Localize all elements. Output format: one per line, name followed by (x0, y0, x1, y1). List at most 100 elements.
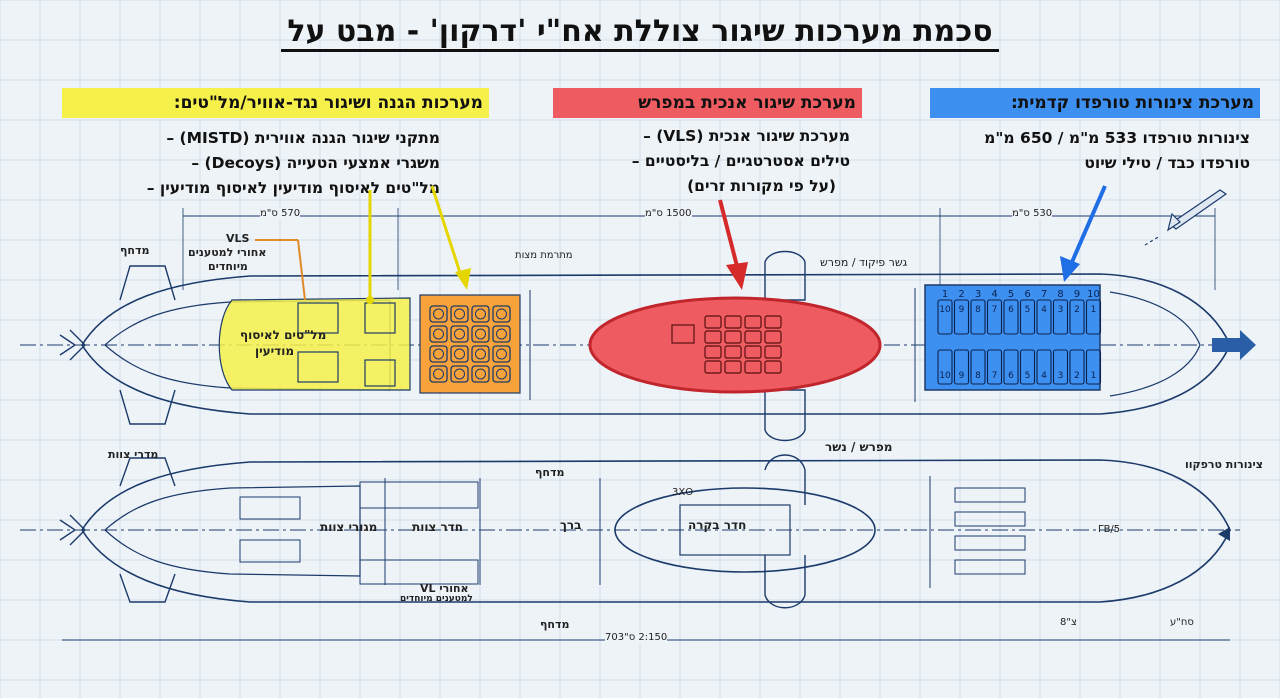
air-defense-list: מתקני שיגור הגנה אווירית (MISTD) – משגרי… (60, 126, 440, 201)
dim-bow: 530 ס"מ (1012, 208, 1053, 219)
mast-list: מערכת שיגור אנכית (VLS) – טילים אסטרטגיי… (560, 124, 850, 199)
torpedo-tube (1036, 349, 1052, 385)
vls-cell (704, 315, 722, 329)
torpedo-tube (1052, 299, 1069, 335)
uav-label: מל"טים לאיסוף (240, 328, 327, 342)
tube-label: 7 (992, 305, 998, 315)
launcher-tube (475, 308, 486, 320)
mark-label: צ"8 (1060, 617, 1077, 628)
red-vls-cells (671, 315, 782, 374)
dim-aft: 570 ס"מ (260, 208, 301, 219)
launcher-tube (475, 328, 486, 340)
torpedo-list: צינורות טורפדו 533 מ"מ / 650 מ"מ טורפדו … (900, 126, 1250, 176)
sail-bridge-label: גשר פיקוד / מפרש (820, 256, 908, 269)
title-text: סכמת מערכות שיגור צוללת אח"י 'דרקון' - מ… (281, 14, 999, 52)
launcher-tube (454, 368, 465, 380)
launcher-cell (471, 365, 490, 383)
vls-control-box (671, 324, 695, 344)
vls-aft-label: VLS (226, 232, 250, 245)
tube-label: 5 (1025, 305, 1031, 315)
mast-item: (על פי מקורות זרים) (687, 177, 836, 195)
tube-label: 9 (959, 371, 965, 381)
torpedo-tube (1003, 299, 1019, 335)
tube-label: 3 (1058, 371, 1064, 381)
mark-label: 3ΧΟ (672, 487, 694, 498)
orange-zone (419, 294, 521, 394)
vls-cell (764, 360, 782, 374)
launcher-tube (433, 328, 444, 340)
air-defense-item: מל"טים לאיסוף מודיעין לאיסוף מודיעין – (146, 179, 440, 197)
torpedo-item: טורפדו כבד / טילי שיוט (1084, 154, 1250, 172)
launcher-cell (450, 345, 469, 363)
tube-label: 4 (1041, 305, 1047, 315)
launcher-cell (450, 325, 469, 343)
tube-label: 6 (1008, 371, 1014, 381)
tube-number: 6 (1024, 289, 1030, 300)
mast-item: מערכת שיגור אנכית (VLS) – (643, 127, 850, 145)
tube-label: 8 (975, 371, 981, 381)
tube-label: 2 (1074, 371, 1080, 381)
forward-arrow-icon-2 (1218, 527, 1230, 541)
launcher-tube (496, 348, 507, 360)
tube-label: 5 (1025, 371, 1031, 381)
launcher-tube (433, 308, 444, 320)
tube-label: 9 (959, 305, 965, 315)
vls-cell (744, 360, 762, 374)
vls-cell (724, 315, 742, 329)
tube-number: 5 (1008, 289, 1014, 300)
vls-cell (744, 345, 762, 359)
launcher-tube (433, 348, 444, 360)
tube-label: 1 (1091, 371, 1097, 381)
launcher-cell (429, 325, 448, 343)
launcher-cell (471, 325, 490, 343)
crew-quarters-label: מגורי צוות (320, 520, 378, 534)
red-zone (588, 296, 882, 394)
tube-label: 10 (939, 305, 951, 315)
missile-icon (1144, 189, 1228, 246)
launcher-tube (475, 368, 486, 380)
launcher-tube (496, 328, 507, 340)
tube-number: 4 (991, 289, 997, 300)
vls-cell (744, 315, 762, 329)
torpedo-tube (986, 299, 1003, 335)
vls-cell (724, 360, 742, 374)
torpedo-tube (937, 349, 953, 385)
tube-label: 2 (1074, 305, 1080, 315)
tube-label: 4 (1041, 371, 1047, 381)
launcher-tube (496, 368, 507, 380)
hatch-label: מתרמת מצות (515, 250, 573, 261)
control-room-label: חדר בקרה (688, 518, 747, 532)
torpedo-tube (1085, 349, 1102, 385)
mast-item: טילים אסטרטגיים / בליסטיים – (631, 152, 850, 170)
launcher-cell (492, 305, 511, 323)
header-torpedo: מערכת צינורות טורפדו קדמית: (930, 88, 1260, 118)
arrow-red (718, 199, 740, 271)
forward-arrow-icon (1212, 330, 1256, 360)
dim-mid: 1500 ס"מ (645, 208, 692, 219)
mark-label: סח"ע (1170, 617, 1194, 628)
torpedo-tube (1052, 349, 1069, 385)
launcher-tube (433, 368, 444, 380)
launcher-cell (492, 325, 511, 343)
propeller-bottom-label: מדחף (540, 618, 570, 631)
torpedo-tube (1085, 299, 1102, 335)
header-air-defense: מערכות הגנה ושיגור נגד-אוויר/מל"טים: (62, 88, 489, 118)
torpedo-tube (1019, 299, 1036, 335)
mark-label: ΓΒ/5 (1098, 524, 1121, 535)
page-title: סכמת מערכות שיגור צוללת אח"י 'דרקון' - מ… (0, 14, 1280, 52)
vls-aft-sub2: מיוחדים (208, 260, 248, 273)
arrow-blue (1070, 185, 1107, 263)
torpedo-tube (986, 349, 1003, 385)
tube-label: 6 (1008, 305, 1014, 315)
torpedo-tube (1036, 299, 1052, 335)
vls-cell (764, 315, 782, 329)
launcher-tube (496, 308, 507, 320)
vls-cell (704, 360, 722, 374)
arrow-yellow (430, 185, 465, 283)
launcher-cell (429, 365, 448, 383)
tube-number: 7 (1041, 289, 1047, 300)
launcher-tube (454, 328, 465, 340)
propeller-label: מדחף (535, 466, 565, 479)
torpedo-tubes-label: צינורות טרפקוו (1185, 458, 1263, 471)
